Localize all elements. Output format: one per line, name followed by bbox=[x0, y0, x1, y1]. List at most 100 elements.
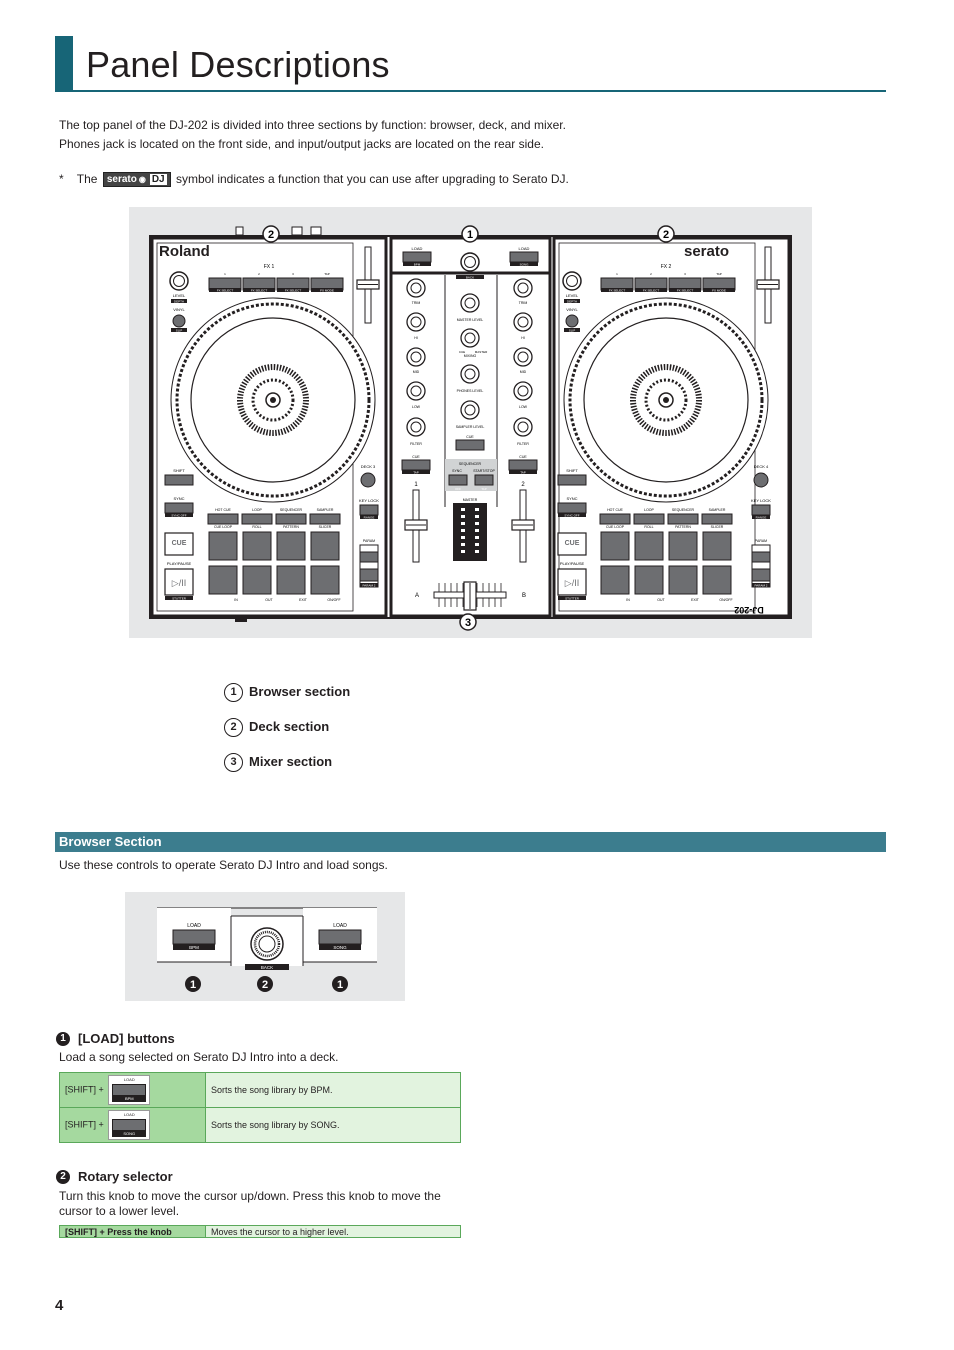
mixer-load-right-label: LOAD bbox=[519, 246, 530, 251]
cue-mix-label: CUE bbox=[466, 435, 474, 439]
key-lock-right-label: KEY LOCK bbox=[751, 498, 771, 503]
param2-right-label: PARAM 2 bbox=[755, 583, 768, 587]
fx2-mode-label: FX MODE bbox=[712, 288, 726, 292]
pattern-label: PATTERN bbox=[283, 525, 299, 529]
sync-label: SYNC bbox=[173, 496, 184, 501]
note-star: * bbox=[59, 172, 64, 186]
trim-right-label: TRIM bbox=[519, 301, 528, 305]
low-left-label: LOW bbox=[412, 405, 421, 409]
section-description: Use these controls to operate Serato DJ … bbox=[59, 858, 388, 872]
fx-select-1-label: FX SELECT bbox=[217, 288, 234, 292]
play-pause-icon: ▷/II bbox=[172, 578, 186, 588]
fig2-song: SONG bbox=[333, 945, 347, 950]
controller-figure: Roland FX 1 LEVEL DEPTH VINYL SLIP FX SE… bbox=[129, 207, 812, 638]
page-number: 4 bbox=[55, 1297, 64, 1314]
fx1-label: FX 1 bbox=[264, 264, 275, 270]
play-pause-right-label: PLAY/PAUSE bbox=[560, 561, 585, 566]
table-row: [SHIFT] + Press the knob Moves the curso… bbox=[59, 1225, 461, 1238]
load-buttons-heading: 1 [LOAD] buttons bbox=[56, 1031, 175, 1046]
table-cell-bpm: Sorts the song library by BPM. bbox=[205, 1072, 461, 1108]
deck4-label: DECK 4 bbox=[754, 464, 769, 469]
callout-mixer: 3 bbox=[465, 617, 471, 629]
sync-off-label: SYNC OFF bbox=[171, 513, 186, 517]
seq-tap-label: TAP bbox=[481, 487, 487, 491]
load-bpm-button-icon: LOAD BPM bbox=[108, 1075, 151, 1105]
serato-logo-icon: ◉ bbox=[138, 175, 146, 185]
intro-line-1: The top panel of the DJ-202 is divided i… bbox=[59, 118, 566, 132]
sync-right-label: SYNC bbox=[566, 496, 577, 501]
sequencer-label: SEQUENCER bbox=[280, 508, 303, 512]
pad-onoff-label: ON/OFF bbox=[327, 598, 340, 602]
hi-right-label: HI bbox=[521, 336, 525, 340]
fx-buttons-right: FX SELECT FX SELECT FX SELECT FX MODE 1 … bbox=[600, 272, 736, 292]
pad-in-label: IN bbox=[234, 598, 238, 602]
depth-label: DEPTH bbox=[174, 300, 184, 304]
serato-dj-badge: serato◉DJ bbox=[102, 172, 171, 188]
seq-sync-label: SYNC bbox=[452, 469, 462, 473]
fx-select-3-label: FX SELECT bbox=[285, 288, 302, 292]
master-level-label: MASTER LEVEL bbox=[457, 318, 484, 322]
vinyl-right-label: VINYL bbox=[566, 307, 578, 312]
mixing-label: MIXING bbox=[464, 354, 477, 358]
fx-tap-label: TAP bbox=[324, 272, 330, 276]
slicer-label: SLICER bbox=[319, 525, 332, 529]
note-after: symbol indicates a function that you can… bbox=[175, 172, 569, 186]
cue-loop-right-label: CUE LOOP bbox=[606, 525, 625, 529]
fx2-num-3: 3 bbox=[684, 272, 686, 276]
tap-ch2-label: TAP bbox=[520, 470, 526, 474]
level-right-label: LEVEL bbox=[566, 293, 579, 298]
mini-button-body bbox=[112, 1119, 147, 1131]
right-deck: serato FX 2 LEVEL DEPTH VINYL SLIP FX SE… bbox=[552, 236, 791, 618]
fx2-num-2: 2 bbox=[650, 272, 652, 276]
play-pause-right-icon: ▷/II bbox=[565, 578, 579, 588]
sampler-label: SAMPLER bbox=[317, 508, 334, 512]
range-right-label: RANGE bbox=[756, 515, 767, 519]
tap-ch1-label: TAP bbox=[413, 470, 419, 474]
fig2-back: BACK bbox=[261, 965, 273, 970]
ch1-label: 1 bbox=[414, 482, 418, 488]
trim-left-label: TRIM bbox=[412, 301, 421, 305]
intro-text: The top panel of the DJ-202 is divided i… bbox=[59, 116, 819, 154]
pad-out-right-label: OUT bbox=[657, 598, 665, 602]
cue-loop-label: CUE LOOP bbox=[214, 525, 233, 529]
model-name: DJ-202 bbox=[734, 605, 764, 615]
load-song-button-icon: LOAD SONG bbox=[108, 1110, 151, 1140]
left-jog-wheel bbox=[170, 297, 376, 503]
intro-line-2: Phones jack is located on the front side… bbox=[59, 137, 544, 151]
page-title: Panel Descriptions bbox=[86, 44, 390, 85]
ch2-label: 2 bbox=[521, 482, 525, 488]
fx2-label: FX 2 bbox=[661, 264, 672, 270]
roll-label: ROLL bbox=[252, 525, 261, 529]
rotary-description: Turn this knob to move the cursor up/dow… bbox=[59, 1189, 441, 1218]
sampler-right-label: SAMPLER bbox=[709, 508, 726, 512]
stutter-label: STUTTER bbox=[172, 596, 187, 600]
param2-label: PARAM 2 bbox=[363, 583, 376, 587]
legend-label-1: Browser section bbox=[249, 684, 351, 699]
mini-bpm-label: BPM bbox=[112, 1096, 147, 1102]
pad-in-right-label: IN bbox=[626, 598, 630, 602]
loop-label: LOOP bbox=[252, 508, 262, 512]
table-cell-song: Sorts the song library by SONG. bbox=[205, 1107, 461, 1143]
pattern-right-label: PATTERN bbox=[675, 525, 691, 529]
mid-left-label: MID bbox=[413, 370, 420, 374]
rotary-title: Rotary selector bbox=[78, 1169, 173, 1184]
sync-off-right-label: SYNC OFF bbox=[564, 513, 579, 517]
roland-logo: Roland bbox=[159, 243, 210, 260]
pad-onoff-right-label: ON/OFF bbox=[719, 598, 732, 602]
section-bar bbox=[55, 832, 886, 852]
mini-load-label: LOAD bbox=[123, 1077, 135, 1082]
fx2-select-1-label: FX SELECT bbox=[609, 288, 626, 292]
rotary-value-cell: Moves the cursor to a higher level. bbox=[205, 1225, 461, 1238]
title-accent-bar bbox=[55, 36, 73, 91]
sampler-level-label: SAMPLER LEVEL bbox=[456, 425, 485, 429]
pad-exit-label: EXIT bbox=[299, 598, 308, 602]
level-label: LEVEL bbox=[173, 293, 186, 298]
shift-right-label: SHIFT bbox=[566, 468, 578, 473]
mixer: LOAD BPM LOAD SONG BACK bbox=[389, 236, 552, 618]
load-buttons-number: 1 bbox=[56, 1031, 70, 1046]
slicer-right-label: SLICER bbox=[711, 525, 724, 529]
right-jog-wheel bbox=[563, 297, 769, 503]
vinyl-label: VINYL bbox=[173, 307, 185, 312]
